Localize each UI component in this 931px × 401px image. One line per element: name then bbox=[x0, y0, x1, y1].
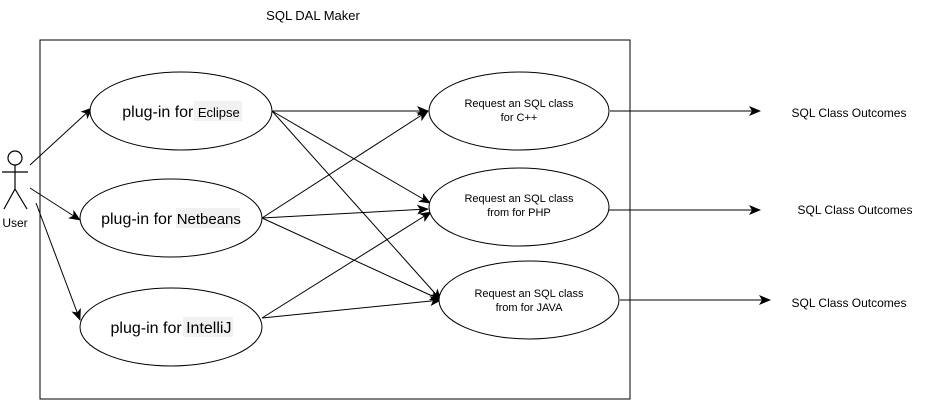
svg-text:plug-in for Eclipse: plug-in for Eclipse bbox=[122, 104, 240, 121]
outcome-php: SQL Class Outcomes bbox=[798, 203, 913, 217]
arrow-eclipse-php bbox=[271, 110, 431, 204]
outcome-java: SQL Class Outcomes bbox=[792, 296, 907, 310]
arrow-intellij-php bbox=[261, 211, 432, 319]
connectors bbox=[29, 106, 771, 321]
actor-right-leg bbox=[14, 188, 28, 210]
arrow-user-netbeans bbox=[29, 187, 81, 221]
request-php-line2: from for PHP bbox=[487, 207, 551, 219]
actor-left-leg bbox=[3, 188, 16, 210]
request-cpp-line2: for C++ bbox=[501, 112, 538, 124]
arrow-netbeans-cpp bbox=[261, 110, 429, 219]
diagram-title: SQL DAL Maker bbox=[266, 8, 360, 23]
arrow-netbeans-java bbox=[261, 217, 442, 301]
use-case-intellij: plug-in for IntelliJ bbox=[79, 287, 263, 367]
request-php-line1: Request an SQL class bbox=[464, 193, 574, 205]
actor-head bbox=[7, 150, 23, 166]
svg-text:plug-in for Netbeans: plug-in for Netbeans bbox=[101, 211, 241, 228]
user-actor bbox=[2, 150, 28, 210]
intellij-name: IntelliJ bbox=[186, 320, 231, 337]
arrow-eclipse-java bbox=[271, 110, 442, 301]
svg-text:plug-in for IntelliJ: plug-in for IntelliJ bbox=[111, 320, 232, 337]
use-case-request-php: Request an SQL class from for PHP bbox=[428, 167, 610, 247]
request-cpp-line1: Request an SQL class bbox=[464, 98, 574, 110]
netbeans-name: Netbeans bbox=[177, 211, 241, 228]
use-case-request-cpp: Request an SQL class for C++ bbox=[428, 71, 610, 151]
request-java-line1: Request an SQL class bbox=[474, 288, 584, 300]
intellij-prefix: plug-in for bbox=[111, 320, 187, 337]
arrow-intellij-java bbox=[261, 296, 442, 319]
netbeans-prefix: plug-in for bbox=[101, 211, 177, 228]
use-case-request-java: Request an SQL class from for JAVA bbox=[438, 260, 620, 340]
eclipse-name: Eclipse bbox=[198, 105, 240, 120]
arrow-user-eclipse bbox=[29, 107, 93, 166]
arrow-user-intellij bbox=[35, 202, 81, 321]
eclipse-prefix: plug-in for bbox=[122, 104, 198, 121]
system-boundary bbox=[39, 39, 631, 400]
arrow-netbeans-php bbox=[261, 204, 429, 219]
outcome-cpp: SQL Class Outcomes bbox=[792, 106, 907, 120]
actor-label: User bbox=[2, 216, 27, 230]
use-case-netbeans: plug-in for Netbeans bbox=[79, 178, 263, 258]
use-case-eclipse: plug-in for Eclipse bbox=[89, 71, 273, 151]
request-java-line2: from for JAVA bbox=[496, 302, 563, 314]
